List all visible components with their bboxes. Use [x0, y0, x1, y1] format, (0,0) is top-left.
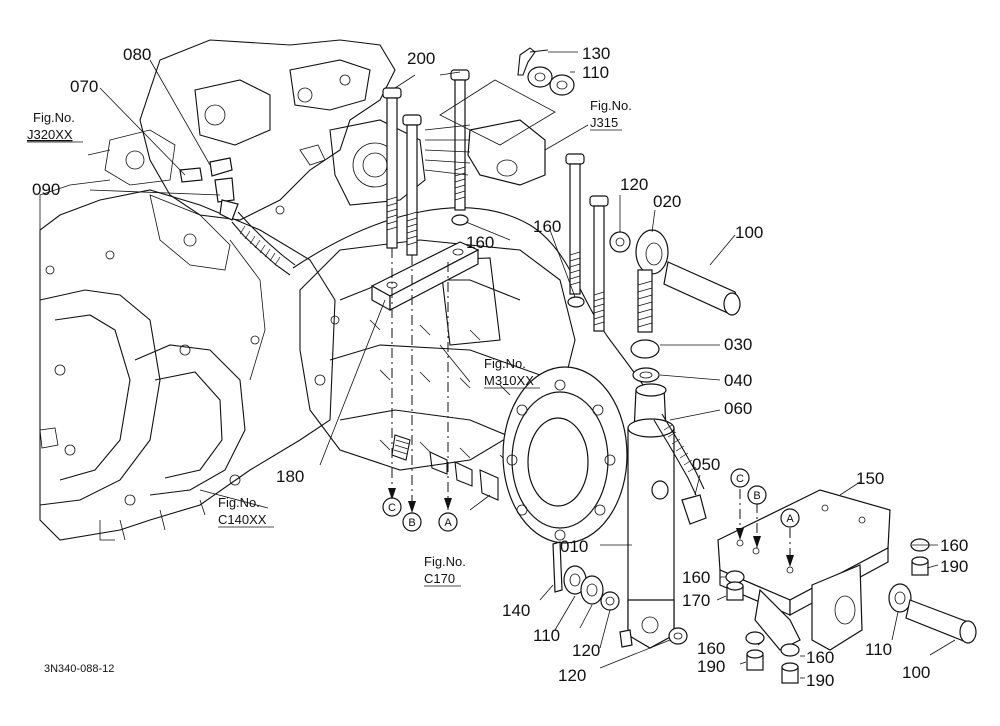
callout-060: 060: [724, 399, 752, 418]
hydraulic-valve-housing: [104, 39, 426, 271]
axle-flange: [502, 366, 628, 544]
marker-c-right: C: [736, 473, 744, 485]
lift-cylinder: [619, 383, 707, 649]
callout-200: 200: [407, 49, 435, 68]
fig-ref-c170: C170: [424, 571, 455, 586]
callout-130: 130: [582, 44, 610, 63]
callout-190: 190: [697, 657, 725, 676]
callout-120: 120: [620, 175, 648, 194]
callout-160: 160: [940, 536, 968, 555]
circle-markers: C B A C B A: [382, 468, 800, 532]
marker-c-left: C: [388, 502, 396, 514]
hardware-washers: [552, 538, 977, 684]
callout-020: 020: [653, 192, 681, 211]
callout-160: 160: [806, 648, 834, 667]
fig-ref-j320xx: J320XX: [27, 127, 73, 142]
figure-references: Fig.No. J320XX Fig.No. J315 Fig.No. M310…: [27, 98, 632, 587]
rod-end-assembly: [609, 229, 741, 383]
callout-010: 010: [560, 537, 588, 556]
callout-120: 120: [572, 641, 600, 660]
fig-ref-m310xx: M310XX: [484, 373, 534, 388]
marker-b-left: B: [408, 517, 415, 529]
fig-ref-label: Fig.No.: [218, 495, 260, 510]
fig-ref-label: Fig.No.: [484, 356, 526, 371]
callout-160: 160: [533, 217, 561, 236]
upper-clevis: [424, 47, 575, 186]
callout-080: 080: [123, 45, 151, 64]
marker-b-right: B: [753, 490, 760, 502]
callout-110: 110: [582, 63, 609, 82]
callout-070: 070: [70, 77, 98, 96]
callout-160: 160: [697, 639, 725, 658]
fig-ref-c140xx: C140XX: [218, 512, 267, 527]
callout-110: 110: [865, 640, 892, 659]
fig-ref-label: Fig.No.: [33, 110, 75, 125]
callout-100: 100: [902, 663, 930, 682]
callout-050: 050: [692, 455, 720, 474]
callout-170: 170: [682, 591, 710, 610]
drawing-code: 3N340-088-12: [44, 663, 114, 675]
callout-190: 190: [806, 671, 834, 690]
callout-040: 040: [724, 371, 752, 390]
callout-120: 120: [558, 666, 586, 685]
callout-030: 030: [724, 335, 752, 354]
callout-160: 160: [466, 233, 494, 252]
callout-110: 110: [533, 626, 560, 645]
lift-bolts: [370, 69, 609, 513]
callout-100: 100: [735, 223, 763, 242]
transmission-housing: [39, 179, 336, 541]
callout-190: 190: [940, 557, 968, 576]
fig-ref-label: Fig.No.: [424, 554, 466, 569]
callout-180: 180: [276, 467, 304, 486]
leader-lines: [87, 51, 956, 679]
marker-a-left: A: [444, 517, 452, 529]
callout-140: 140: [502, 601, 530, 620]
callout-labels: 200 130 110 080 070 090 120 020 100 160 …: [32, 44, 968, 690]
lift-bracket: [717, 489, 891, 651]
marker-a-right: A: [786, 513, 794, 525]
callout-090: 090: [32, 180, 60, 199]
fig-ref-label: Fig.No.: [590, 98, 632, 113]
callout-160: 160: [682, 568, 710, 587]
fig-ref-j315: J315: [590, 115, 618, 130]
callout-150: 150: [856, 469, 884, 488]
